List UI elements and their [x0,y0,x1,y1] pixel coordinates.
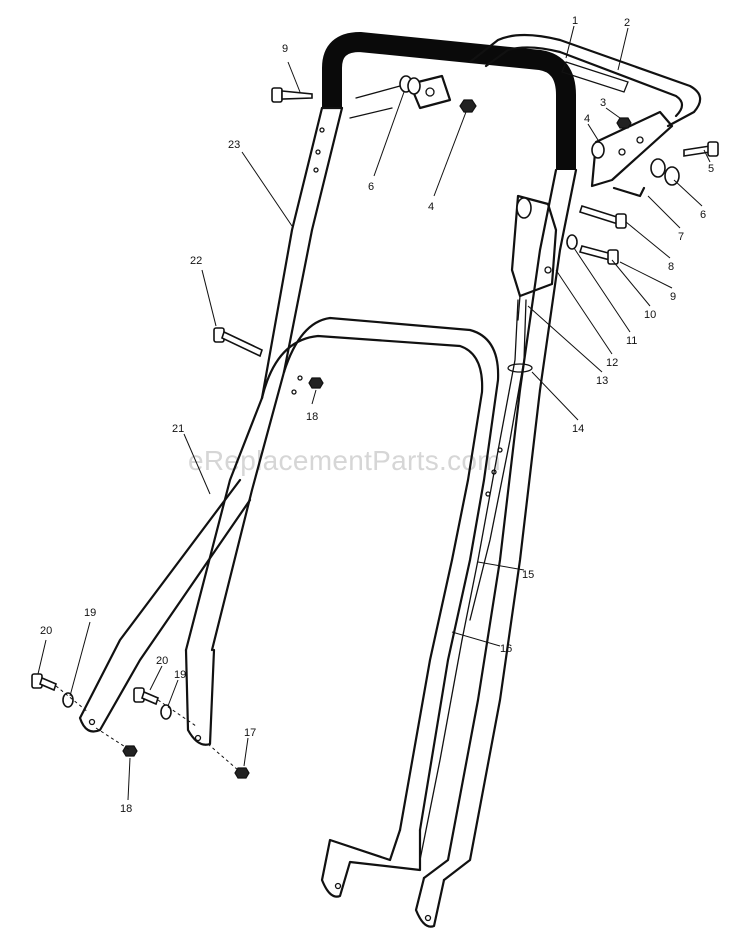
callout-4-left: 4 [428,201,434,213]
washer-11 [566,234,578,250]
bolt-10 [578,245,619,265]
callout-18-upper: 18 [306,411,318,423]
callout-12: 12 [606,357,618,369]
washer-19-right [160,704,172,720]
callout-9-upper: 9 [282,43,288,55]
callout-8: 8 [668,261,674,273]
callout-21: 21 [172,423,184,435]
spacer-6-left [399,75,421,95]
callout-labels: 1 2 3 4 5 6 7 8 9 10 11 12 13 14 15 16 9… [40,15,714,815]
upper-bracket [349,74,452,119]
watermark-text: eReplacementParts.com [188,445,501,476]
control-cables [419,299,533,861]
leader-lines [37,25,711,801]
callout-7: 7 [678,231,684,243]
callout-10: 10 [644,309,656,321]
nut-4-right [591,141,605,159]
throttle-control [510,194,558,321]
callout-5: 5 [708,163,714,175]
callout-1: 1 [572,15,578,27]
callout-9: 9 [670,291,676,303]
callout-14: 14 [572,423,584,435]
control-bail [468,33,702,188]
nut-18-lower [122,745,138,757]
callout-20-right: 20 [156,655,168,667]
nut-17 [234,767,250,779]
callout-6: 6 [700,209,706,221]
callout-13: 13 [596,375,608,387]
handle-grip [322,32,576,170]
nut-18-upper [308,377,324,389]
clip-7 [612,186,646,198]
bolt-20-left [31,673,57,692]
washer-19-left [62,692,74,708]
upper-handle [260,32,578,400]
callout-11: 11 [626,335,637,347]
hardware [31,75,719,779]
bolt-9-upper [271,87,313,103]
nut-4-left [459,99,477,113]
bolt-5 [683,141,719,157]
lower-handle [78,388,542,928]
callout-22: 22 [190,255,202,267]
callout-23: 23 [228,139,240,151]
callout-19-right: 19 [174,669,186,681]
callout-15: 15 [522,569,534,581]
bolt-9-right [578,205,627,229]
spacer-6-right [650,158,680,186]
callout-4: 4 [584,113,590,125]
callout-19-left: 19 [84,607,96,619]
nut-3 [616,117,632,129]
middle-handle [184,316,503,832]
callout-3: 3 [600,97,606,109]
callout-2: 2 [624,17,630,29]
callout-6-left: 6 [368,181,374,193]
bolt-20-right [133,687,159,706]
callout-16: 16 [500,643,512,655]
callout-17: 17 [244,727,256,739]
bolt-22 [213,327,263,358]
callout-20-left: 20 [40,625,52,637]
callout-18-lower: 18 [120,803,132,815]
